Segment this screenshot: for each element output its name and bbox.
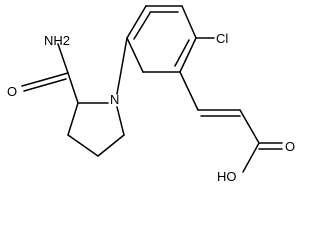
acid-hydroxyl-label: HO <box>217 169 237 184</box>
bond-c2-c3 <box>67 102 79 136</box>
bond-ring-upper-left-inner <box>133 12 151 40</box>
amide-nh2-label: NH2 <box>44 33 70 48</box>
bond-ring-upper-right <box>181 5 197 39</box>
structure-diagram: Cl N NH2 O HO O <box>7 5 295 184</box>
bond-c2-carbonyl <box>67 72 79 104</box>
chlorine-label: Cl <box>216 31 228 46</box>
bond-ring-to-n <box>116 37 128 95</box>
amide-oxygen-label: O <box>7 84 17 99</box>
bond-c3-c4 <box>67 134 99 157</box>
bond-c5-n <box>116 106 125 136</box>
bond-ring-to-vinyl <box>179 71 199 111</box>
bond-ring-lower-left <box>126 37 144 73</box>
ring-nitrogen-label: N <box>110 92 119 107</box>
benzene-ring <box>126 5 197 73</box>
bond-ring-lower-right-inner <box>174 39 190 67</box>
bond-vinyl-to-carboxyl <box>239 109 260 144</box>
pyrrolidine-ring <box>67 102 125 157</box>
acid-oxygen-label: O <box>285 139 295 154</box>
bond-c4-c5 <box>97 134 125 157</box>
bond-carbonyl-nh2 <box>57 43 69 74</box>
bond-ring-lower-right <box>179 37 197 73</box>
bond-carbonyl-o-double <box>23 78 67 92</box>
bond-carboxyl-oh <box>242 142 260 173</box>
bond-carbonyl-o <box>21 72 69 87</box>
bond-ring-upper-left <box>126 5 147 39</box>
